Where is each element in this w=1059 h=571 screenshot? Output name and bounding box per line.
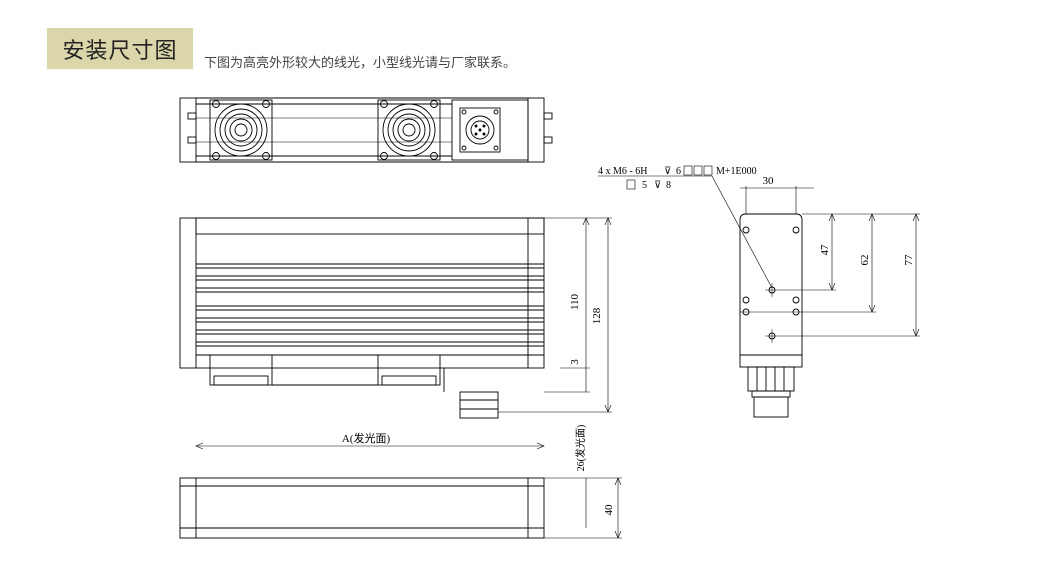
- section-title: 安装尺寸图: [62, 38, 178, 64]
- callout-depth-a: 5: [642, 180, 647, 191]
- dim-3: 3: [569, 359, 581, 365]
- section-title-box: 安装尺寸图: [47, 28, 193, 69]
- callout-depth: 6: [676, 166, 681, 177]
- dim-110: 110: [569, 293, 581, 310]
- fan-icon: [209, 99, 273, 161]
- dim-47: 47: [819, 244, 831, 256]
- top-view: [179, 97, 553, 163]
- dim-length-a: A(发光面): [342, 431, 391, 445]
- dim-40: 40: [603, 504, 615, 516]
- fan-icon: [377, 99, 441, 161]
- dim-62: 62: [859, 255, 871, 266]
- callout-depth-symbol: ⊽: [664, 166, 671, 177]
- dim-30: 30: [763, 175, 775, 187]
- callout-depth-b: 8: [666, 180, 671, 191]
- side-view: [598, 165, 920, 418]
- callout-tail: M+1E000: [716, 166, 757, 177]
- section-subtitle: 下图为高亮外形较大的线光，小型线光请与厂家联系。: [204, 56, 517, 71]
- connector-icon: [451, 99, 529, 161]
- dim-128: 128: [591, 307, 603, 324]
- callout-depth-symbol-2: ⊽: [654, 180, 661, 191]
- bottom-view: [179, 442, 622, 539]
- dim-26: 26(发光面): [574, 425, 587, 472]
- callout-thread: 4 x M6 - 6H: [598, 166, 647, 177]
- dim-77: 77: [903, 254, 915, 266]
- front-view: [179, 217, 612, 419]
